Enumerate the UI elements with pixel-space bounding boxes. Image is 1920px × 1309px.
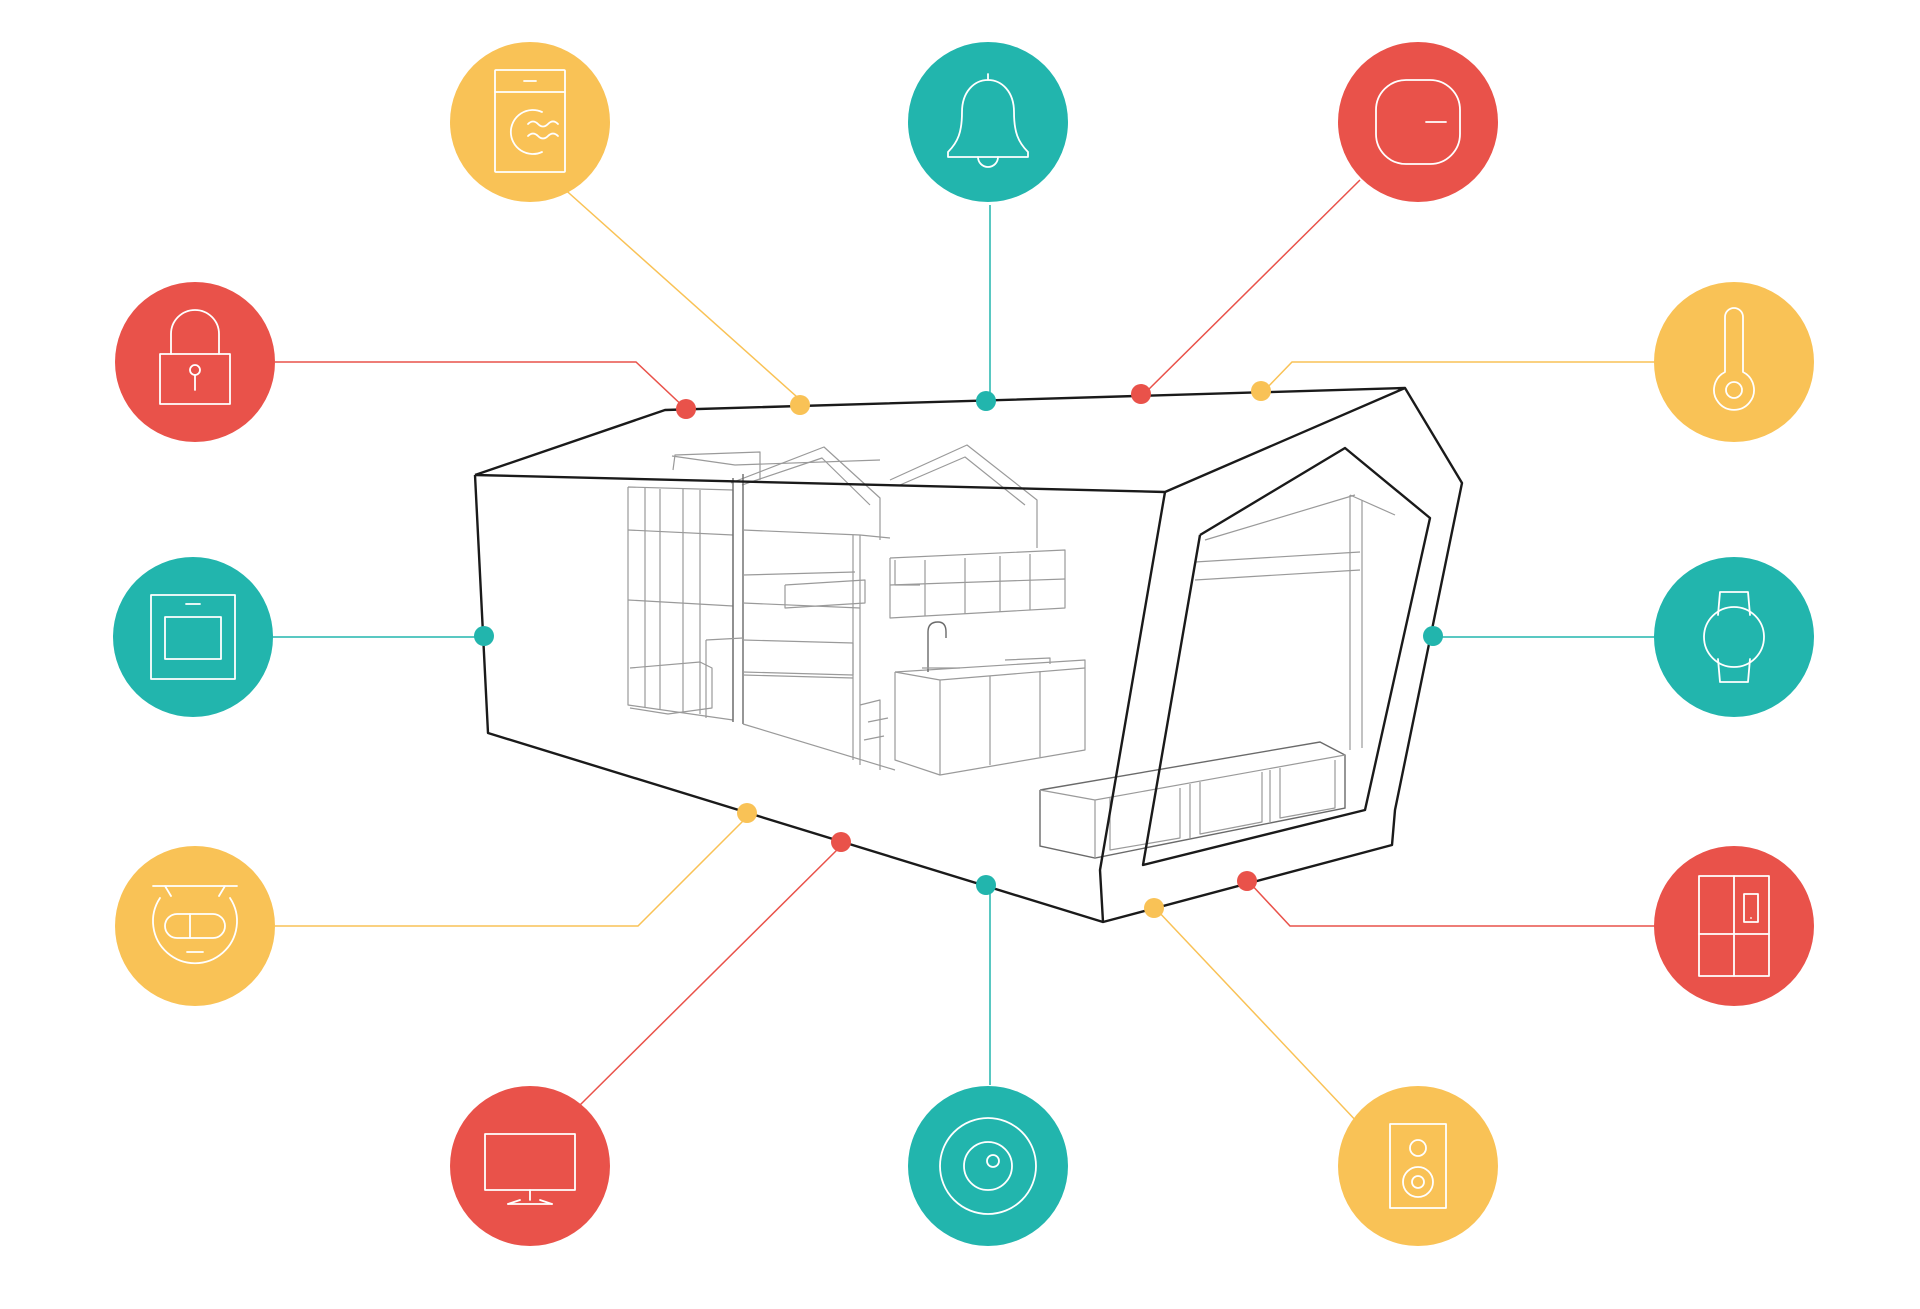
connector-loudspeaker: [1155, 908, 1361, 1126]
device-smart-hub[interactable]: [1338, 42, 1498, 202]
device-circle: [115, 282, 275, 442]
connector-robot-vacuum: [275, 814, 750, 927]
dot-loudspeaker: [1144, 898, 1164, 918]
connector-washing-machine: [531, 159, 807, 406]
connector-smart-hub: [1142, 179, 1361, 396]
device-smart-bell[interactable]: [908, 42, 1068, 202]
device-smart-speaker[interactable]: [908, 1086, 1068, 1246]
dot-smart-lock: [676, 399, 696, 419]
washing-machine-icon: [494, 69, 566, 173]
device-robot-vacuum[interactable]: [115, 846, 275, 1006]
loudspeaker-icon: [1389, 1123, 1447, 1209]
fridge-icon: [1698, 875, 1770, 977]
oven-icon: [150, 594, 236, 680]
house-interior: [627, 444, 1396, 859]
device-loudspeaker[interactable]: [1338, 1086, 1498, 1246]
dot-thermostat: [1251, 381, 1271, 401]
dot-smart-hub: [1131, 384, 1151, 404]
robot-vacuum-icon: [152, 885, 238, 965]
device-circle: [115, 846, 275, 1006]
device-smart-lock[interactable]: [115, 282, 275, 442]
house-outline: [473, 386, 1464, 924]
device-washing-machine[interactable]: [450, 42, 610, 202]
dot-refrigerator: [1237, 871, 1257, 891]
device-thermostat[interactable]: [1654, 282, 1814, 442]
device-smartwatch[interactable]: [1654, 557, 1814, 717]
watch-icon: [1703, 591, 1765, 683]
dot-washing-machine: [790, 395, 810, 415]
dot-smartwatch: [1423, 626, 1443, 646]
device-refrigerator[interactable]: [1654, 846, 1814, 1006]
thermometer-icon: [1713, 307, 1755, 411]
device-circle: [908, 42, 1068, 202]
device-circle: [450, 1086, 610, 1246]
dot-robot-vacuum: [737, 803, 757, 823]
device-television[interactable]: [450, 1086, 610, 1246]
device-circle: [1338, 42, 1498, 202]
device-circle: [1338, 1086, 1498, 1246]
connector-smart-lock: [275, 361, 689, 412]
bell-icon: [947, 73, 1029, 168]
connector-refrigerator: [1248, 881, 1655, 927]
tv-icon: [484, 1133, 576, 1205]
dot-smart-bell: [976, 391, 996, 411]
speaker-puck-icon: [939, 1117, 1037, 1215]
house-illustration: [473, 386, 1464, 924]
hub-icon: [1375, 79, 1461, 165]
dot-smart-speaker: [976, 875, 996, 895]
lock-icon: [159, 309, 231, 405]
dot-television: [831, 832, 851, 852]
dot-oven: [474, 626, 494, 646]
device-circle: [113, 557, 273, 717]
device-circle: [1654, 282, 1814, 442]
connection-dots: [474, 381, 1443, 918]
connector-television: [579, 843, 844, 1106]
device-circle: [1654, 557, 1814, 717]
connector-lines: [272, 159, 1655, 1126]
connector-thermostat: [1262, 361, 1655, 393]
device-oven[interactable]: [113, 557, 273, 717]
device-circle: [908, 1086, 1068, 1246]
